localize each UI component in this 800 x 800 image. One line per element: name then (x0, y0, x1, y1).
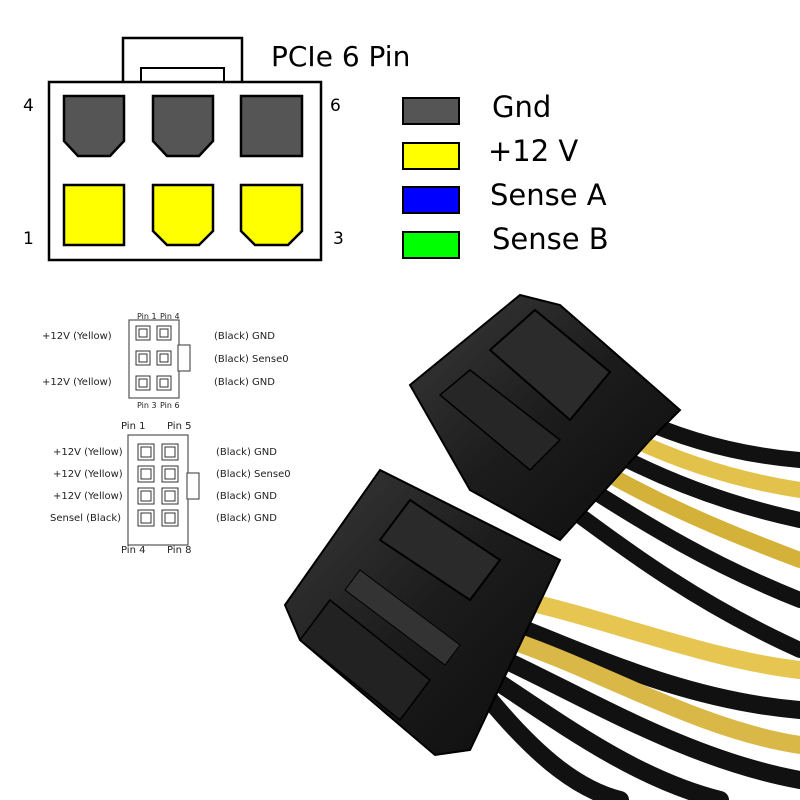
six-pin-left-label: +12V (Yellow) (42, 331, 112, 342)
eight-pin-right-label: (Black) GND (216, 513, 277, 524)
eight-pin-label-pin4: Pin 4 (121, 545, 146, 556)
eight-pin-right-label: (Black) Sense0 (216, 469, 291, 480)
eight-pin-label-pin8: Pin 8 (167, 545, 192, 556)
six-pin-pinout-diagram (128, 319, 191, 399)
eight-pin-right-label: (Black) GND (216, 447, 277, 458)
legend-label-sense-b: Sense B (492, 222, 609, 256)
six-pin-label-pin3: Pin 3 (137, 401, 157, 410)
pin-6-gnd (239, 94, 304, 158)
eight-pin-right-label: (Black) GND (216, 491, 277, 502)
cable-connectors-photo (283, 293, 800, 800)
legend-label-gnd: Gnd (492, 90, 552, 124)
eight-pin-pinout-diagram (127, 434, 200, 546)
eight-pin-left-label: +12V (Yellow) (53, 447, 123, 458)
pin-3-12v (239, 183, 304, 247)
eight-pin-left-label: Sensel (Black) (50, 513, 122, 524)
six-pin-label-pin6: Pin 6 (160, 401, 180, 410)
legend-label-12v: +12 V (488, 134, 579, 168)
pin-number-1: 1 (23, 229, 34, 249)
six-pin-right-label: (Black) GND (214, 331, 275, 342)
page-title: PCIe 6 Pin (271, 40, 411, 73)
eight-pin-label-pin5: Pin 5 (167, 421, 192, 432)
legend-swatch-12v (402, 142, 460, 170)
legend-swatch-gnd (402, 97, 460, 125)
eight-pin-left-label: +12V (Yellow) (53, 491, 123, 502)
pin-2-12v (151, 183, 215, 247)
pin-4-gnd (62, 94, 126, 158)
legend-swatch-sense-a (402, 186, 460, 214)
pin-1-12v (62, 183, 126, 247)
pin-number-3: 3 (333, 229, 344, 249)
eight-pin-label-pin1: Pin 1 (121, 421, 146, 432)
six-pin-label-pin1: Pin 1 (137, 312, 157, 321)
six-pin-left-label: +12V (Yellow) (42, 377, 112, 388)
legend-swatch-sense-b (402, 231, 460, 259)
pcie-6pin-schematic (47, 36, 323, 262)
legend-label-sense-a: Sense A (490, 178, 607, 212)
pin-number-4: 4 (23, 96, 34, 116)
six-pin-label-pin4: Pin 4 (160, 312, 180, 321)
six-pin-right-label: (Black) GND (214, 377, 275, 388)
pin-number-6: 6 (330, 96, 341, 116)
pin-5-gnd (151, 94, 215, 158)
six-pin-right-label: (Black) Sense0 (214, 354, 289, 365)
eight-pin-left-label: +12V (Yellow) (53, 469, 123, 480)
